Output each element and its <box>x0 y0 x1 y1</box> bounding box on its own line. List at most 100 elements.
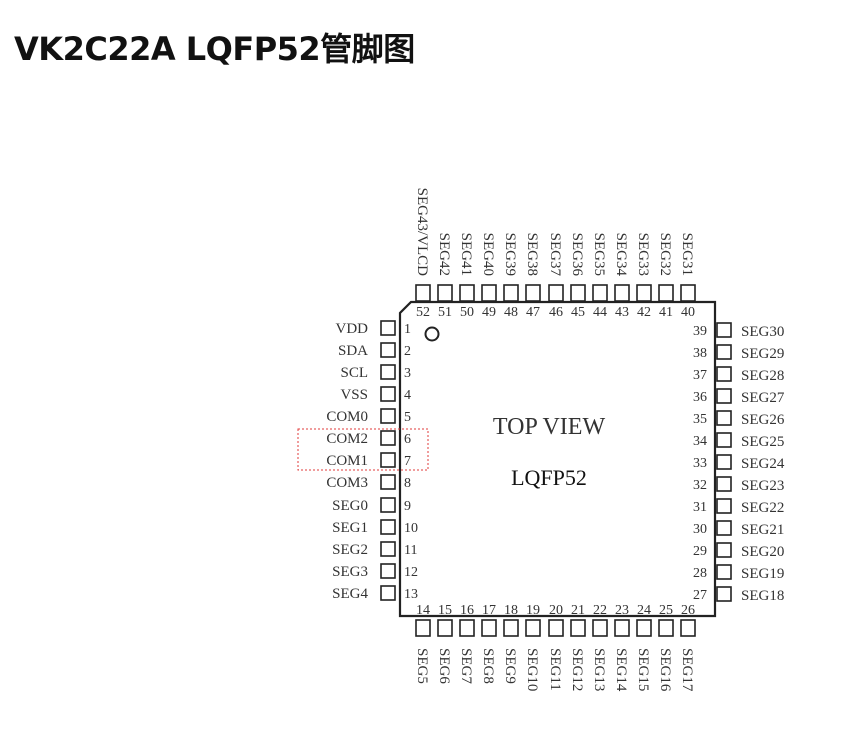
pin-label-seg8: SEG8 <box>480 648 496 684</box>
pin-number-27: 27 <box>693 588 707 603</box>
pin-number-2: 2 <box>404 344 411 359</box>
pin-number-15: 15 <box>438 603 452 618</box>
pin-pad-left-9 <box>380 497 396 513</box>
pin-pad-right-34 <box>716 432 732 448</box>
pin-label-seg23: SEG23 <box>741 478 784 494</box>
pin-pad-top-43 <box>614 284 630 302</box>
pin-pad-top-51 <box>437 284 453 302</box>
pin-label-seg12: SEG12 <box>569 648 585 691</box>
pin-label-com1: COM1 <box>326 453 368 469</box>
pin-label-seg27: SEG27 <box>741 390 785 406</box>
pin-pad-top-47 <box>525 284 541 302</box>
pin-number-39: 39 <box>693 324 707 339</box>
pin-label-seg4: SEG4 <box>332 586 368 602</box>
pin-number-10: 10 <box>404 521 418 536</box>
pin-label-seg37: SEG37 <box>547 233 563 277</box>
pin-number-13: 13 <box>404 587 418 602</box>
pin-number-23: 23 <box>615 603 629 618</box>
pin-label-vss: VSS <box>340 387 368 403</box>
pin-label-seg43-vlcd: SEG43/VLCD <box>414 188 430 277</box>
pin-number-11: 11 <box>404 543 417 558</box>
pin-pad-bottom-17 <box>481 619 497 637</box>
pin-number-21: 21 <box>571 603 585 618</box>
pin-number-38: 38 <box>693 346 707 361</box>
pin-pad-top-49 <box>481 284 497 302</box>
pin-pad-right-36 <box>716 388 732 404</box>
pin-number-47: 47 <box>526 305 540 320</box>
pin-number-30: 30 <box>693 522 707 537</box>
package-name: LQFP52 <box>511 465 587 490</box>
pin-pad-right-35 <box>716 410 732 426</box>
pin-label-seg15: SEG15 <box>635 648 651 691</box>
pin-pad-left-5 <box>380 408 396 424</box>
pin-label-seg22: SEG22 <box>741 500 784 516</box>
pin-number-41: 41 <box>659 305 673 320</box>
pin-number-46: 46 <box>549 305 563 320</box>
pin-number-28: 28 <box>693 566 707 581</box>
pin-pad-left-13 <box>380 585 396 601</box>
pin-label-seg42: SEG42 <box>436 233 452 276</box>
pin-label-seg29: SEG29 <box>741 346 784 362</box>
pin-label-seg30: SEG30 <box>741 324 784 340</box>
pin-pad-top-46 <box>548 284 564 302</box>
pin-pad-left-8 <box>380 474 396 490</box>
pin-number-32: 32 <box>693 478 707 493</box>
pin-pad-bottom-15 <box>437 619 453 637</box>
pin-label-seg17: SEG17 <box>679 648 695 692</box>
pin-number-37: 37 <box>693 368 707 383</box>
pin-number-16: 16 <box>460 603 474 618</box>
pin-label-seg19: SEG19 <box>741 566 784 582</box>
pin-label-seg33: SEG33 <box>635 233 651 276</box>
pin-pad-bottom-23 <box>614 619 630 637</box>
pin-label-com3: COM3 <box>326 475 368 491</box>
pin-pad-right-27 <box>716 586 732 602</box>
pin-number-33: 33 <box>693 456 707 471</box>
pin-pad-left-6 <box>380 430 396 446</box>
pin-pad-right-28 <box>716 564 732 580</box>
pin-pad-left-1 <box>380 320 396 336</box>
pin-number-14: 14 <box>416 603 430 618</box>
pin-label-scl: SCL <box>340 365 368 381</box>
pin-number-25: 25 <box>659 603 673 618</box>
pin-number-42: 42 <box>637 305 651 320</box>
top-view-label: TOP VIEW <box>493 414 606 440</box>
pin-pad-right-31 <box>716 498 732 514</box>
pin-number-8: 8 <box>404 476 411 491</box>
pin-label-sda: SDA <box>338 343 368 359</box>
pin-label-seg21: SEG21 <box>741 522 784 538</box>
pin-number-50: 50 <box>460 305 474 320</box>
pin-pad-right-39 <box>716 322 732 338</box>
pin-label-seg34: SEG34 <box>613 233 629 277</box>
pin-number-44: 44 <box>593 305 607 320</box>
highlight-box <box>297 428 429 471</box>
pin-label-seg39: SEG39 <box>502 233 518 276</box>
pin-pad-bottom-19 <box>525 619 541 637</box>
pin-pad-bottom-22 <box>592 619 608 637</box>
pin-pad-left-2 <box>380 342 396 358</box>
pin-number-48: 48 <box>504 305 518 320</box>
pin-number-20: 20 <box>549 603 563 618</box>
pin-pad-bottom-20 <box>548 619 564 637</box>
pin-pad-bottom-24 <box>636 619 652 637</box>
pin-label-seg32: SEG32 <box>657 233 673 276</box>
pin-number-4: 4 <box>404 388 411 403</box>
page-title: VK2C22A LQFP52管脚图 <box>14 30 415 68</box>
pin-pad-bottom-14 <box>415 619 431 637</box>
pin-number-35: 35 <box>693 412 707 427</box>
pin-pad-bottom-16 <box>459 619 475 637</box>
pin-number-34: 34 <box>693 434 707 449</box>
pin-label-seg0: SEG0 <box>332 498 368 514</box>
pin-pad-right-33 <box>716 454 732 470</box>
pin-number-31: 31 <box>693 500 707 515</box>
pin-label-seg31: SEG31 <box>679 233 695 276</box>
pin-label-seg40: SEG40 <box>480 233 496 276</box>
pin-pad-bottom-18 <box>503 619 519 637</box>
pin-number-52: 52 <box>416 305 430 320</box>
pin-label-seg13: SEG13 <box>591 648 607 691</box>
pin-pad-top-52 <box>415 284 431 302</box>
pin-number-40: 40 <box>681 305 695 320</box>
pin-number-36: 36 <box>693 390 707 405</box>
pin-label-seg3: SEG3 <box>332 564 368 580</box>
pin-pad-left-11 <box>380 541 396 557</box>
